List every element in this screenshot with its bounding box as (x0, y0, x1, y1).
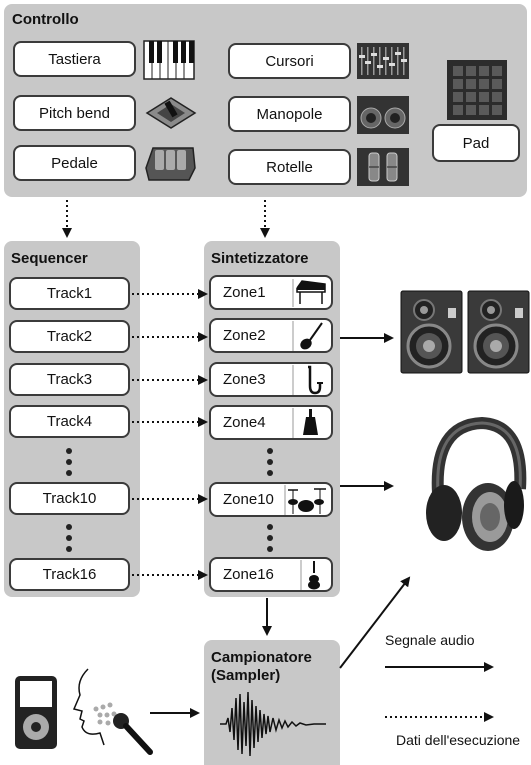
ellipsis-dots (267, 524, 273, 557)
pitch-bend-box: Pitch bend (13, 95, 136, 131)
zone-label: Zone3 (223, 371, 266, 388)
campionatore-title-line1: Campionatore (211, 649, 312, 666)
piano-icon (292, 279, 326, 307)
speaker-icon (400, 290, 463, 374)
knobs-icon (357, 96, 409, 134)
track-box: Track4 (9, 405, 130, 438)
track-box: Track3 (9, 363, 130, 396)
headphones-icon (426, 416, 527, 551)
track-box: Track1 (9, 277, 130, 310)
faders-icon (357, 43, 409, 79)
campionatore-title-line2: (Sampler) (211, 667, 281, 684)
zone-label: Zone2 (223, 327, 266, 344)
ellipsis-dots (66, 524, 72, 557)
wheels-icon (357, 148, 409, 186)
zone-label: Zone4 (223, 414, 266, 431)
zone-label: Zone10 (223, 491, 274, 508)
controllo-title: Controllo (12, 11, 79, 28)
guitar-icon (292, 321, 323, 351)
track-box: Track2 (9, 320, 130, 353)
zone-label: Zone1 (223, 284, 266, 301)
zone-box: Zone10 (209, 482, 333, 517)
tastiera-box: Tastiera (13, 41, 136, 77)
keyboard-icon (143, 40, 195, 80)
sintetizzatore-title: Sintetizzatore (211, 250, 309, 267)
rotelle-box: Rotelle (228, 149, 351, 185)
track-box: Track16 (9, 558, 130, 591)
bell-icon (292, 408, 318, 438)
legend-audio-label: Segnale audio (385, 632, 475, 648)
legend-performance-label: Dati dell'esecuzione (396, 732, 521, 748)
pitch-bend-icon (145, 97, 197, 129)
manopole-box: Manopole (228, 96, 351, 132)
sequencer-title: Sequencer (11, 250, 88, 267)
ellipsis-dots (66, 448, 72, 481)
drums-icon (284, 485, 326, 515)
pad-box: Pad (432, 124, 520, 162)
microphone-icon (113, 713, 153, 755)
waveform-icon (220, 691, 326, 757)
campionatore-panel (204, 640, 340, 765)
audio-arrow (339, 576, 411, 669)
speaker-icon (467, 290, 530, 374)
pedal-icon (145, 147, 196, 181)
violin-icon (300, 560, 320, 590)
saxophone-icon (292, 365, 323, 395)
voice-icon (72, 668, 117, 746)
zone-label: Zone16 (223, 566, 274, 583)
pedale-box: Pedale (13, 145, 136, 181)
cursori-box: Cursori (228, 43, 351, 79)
music-player-icon (15, 676, 57, 749)
track-box: Track10 (9, 482, 130, 515)
pad-grid-icon (447, 60, 507, 120)
ellipsis-dots (267, 448, 273, 481)
